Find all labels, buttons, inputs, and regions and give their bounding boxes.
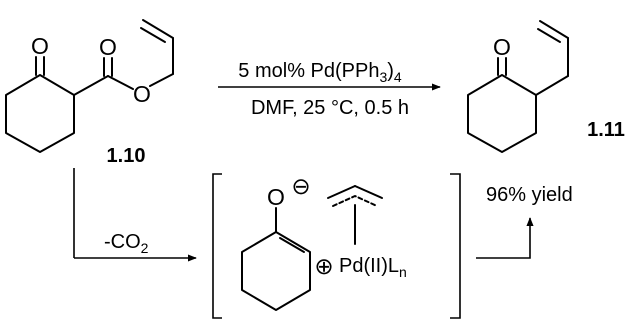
pi-allyl-bond-right	[354, 185, 383, 199]
yield-label: 96% yield	[486, 184, 573, 206]
enolate-o: O	[267, 184, 285, 210]
pi-allyl-bond-left	[327, 185, 356, 199]
reactant-ester-o-carbonyl: O	[99, 34, 117, 60]
decarboxylation-path: -CO2	[73, 168, 197, 262]
conditions-line1: 5 mol% Pd(PPh3)4	[238, 60, 402, 85]
product-allyl-vinyl-b	[537, 28, 561, 43]
product-allyl-vinyl-a	[539, 20, 569, 39]
reactant-molecule: O O O 1.10	[5, 19, 174, 167]
right-bracket	[450, 173, 461, 319]
left-bracket	[212, 173, 222, 319]
enolate-ring	[241, 231, 311, 311]
product-allyl-link	[535, 75, 569, 96]
pi-allyl-delocalization	[332, 195, 378, 207]
main-arrow-group: 5 mol% Pd(PPh3)4 DMF, 25 °C, 0.5 h	[218, 60, 441, 119]
pd-complex-label: Pd(II)Ln	[339, 255, 407, 280]
reactant-allyl-vinyl-b	[140, 27, 166, 43]
enolate-charge: ⊖	[291, 173, 310, 199]
product-molecule: O 1.11	[467, 20, 625, 153]
product-ring	[467, 74, 537, 153]
reactant-allyl-vinyl-a	[142, 19, 174, 39]
product-label: 1.11	[587, 119, 625, 141]
reactant-ring	[5, 74, 75, 153]
reactant-o-ch2	[149, 73, 174, 87]
intermediate-complex: O ⊖ ⊕ Pd(II)Ln	[212, 173, 461, 319]
decarboxylation-label: -CO2	[104, 231, 149, 256]
pd-charge: ⊕	[314, 253, 333, 279]
reactant-ester-co-single	[107, 75, 134, 90]
reactant-ketone-o: O	[31, 33, 49, 59]
reactant-ester-o-ether: O	[133, 81, 151, 107]
reactant-label: 1.10	[107, 145, 146, 167]
conditions-line2: DMF, 25 °C, 0.5 h	[251, 97, 409, 119]
product-ketone-o: O	[493, 34, 511, 60]
reactant-ester-link	[73, 75, 109, 96]
enolate-double-bond	[279, 237, 305, 253]
recombination-arrow	[476, 217, 534, 259]
